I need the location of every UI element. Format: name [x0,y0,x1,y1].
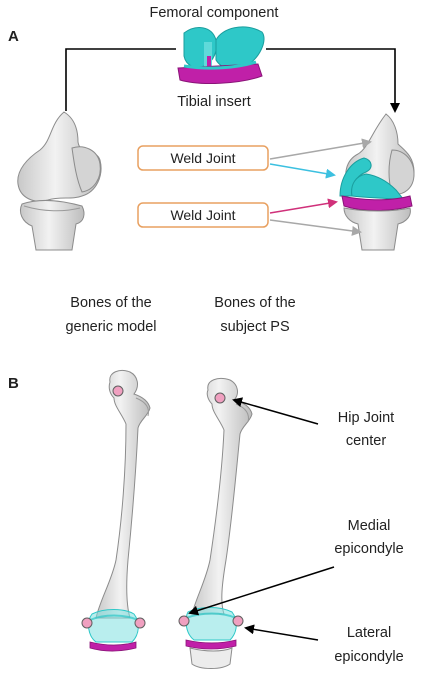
arrow-tibia-weld [269,219,362,236]
subject-ps-caption-line2: subject PS [220,319,289,335]
hip-joint-label-line2: center [346,433,386,449]
generic-model-caption-line2: generic model [65,319,156,335]
femoral-component-label: Femoral component [150,5,279,21]
generic-lateral-landmark [134,617,146,629]
arrow-medial-epicondyle [188,566,335,616]
lateral-epicondyle-label-line1: Lateral [347,625,391,641]
lateral-epicondyle-label-line2: epicondyle [334,649,403,665]
subject-femur [178,377,253,669]
generic-model-knee-bones [17,111,102,251]
knee-implant-component [177,26,265,84]
generic-hip-landmark [112,385,124,397]
tibial-insert-label: Tibial insert [177,94,251,110]
arrow-femoral-component-weld [269,163,336,179]
hip-joint-label-line1: Hip Joint [338,410,394,426]
subject-medial-landmark [178,615,190,627]
weld-joint-box-bottom: Weld Joint [137,202,269,228]
weld-joint-bottom-label: Weld Joint [170,207,235,223]
arrow-hip-joint-center [232,397,319,425]
medial-epicondyle-label-line1: Medial [348,518,391,534]
panel-b-label: B [8,375,19,392]
weld-joint-box-top: Weld Joint [137,145,269,171]
subject-lateral-landmark [232,615,244,627]
subject-ps-knee-bones [339,113,415,251]
generic-medial-landmark [81,617,93,629]
connector-arrow-right [266,48,400,113]
subject-ps-caption-line1: Bones of the [214,295,295,311]
generic-model-caption-line1: Bones of the [70,295,151,311]
arrow-femur-weld [269,138,372,160]
medial-epicondyle-label-line2: epicondyle [334,541,403,557]
generic-femur [81,369,151,652]
arrow-tibial-insert-weld [269,198,338,214]
weld-joint-top-label: Weld Joint [170,150,235,166]
panel-a-label: A [8,28,19,45]
connector-line-left [65,48,176,111]
subject-hip-landmark [214,392,226,404]
arrow-lateral-epicondyle [244,624,319,641]
